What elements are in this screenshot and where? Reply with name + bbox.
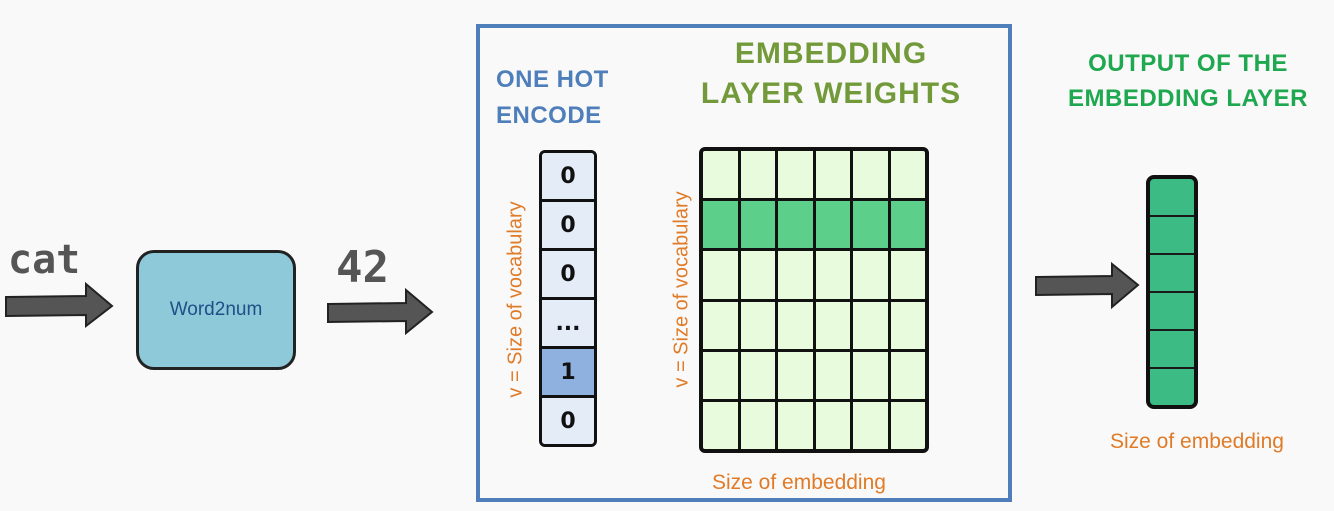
weights-cell-selected (890, 201, 925, 249)
output-cell (1150, 293, 1194, 329)
output-cell (1150, 255, 1194, 291)
weights-cell (740, 401, 775, 449)
weights-cell (853, 251, 888, 299)
weights-cell (853, 351, 888, 399)
weights-cell (740, 351, 775, 399)
onehot-cell: 0 (542, 202, 594, 251)
onehot-cell: 0 (542, 398, 594, 444)
weights-cell (703, 401, 738, 449)
weights-cell (778, 301, 813, 349)
embedding-frame (476, 24, 1012, 502)
weights-cell (815, 151, 850, 199)
weights-cell (703, 301, 738, 349)
right-arrow-icon (1035, 261, 1140, 310)
weights-cell (890, 351, 925, 399)
weights-cell (778, 401, 813, 449)
weights-cell (778, 351, 813, 399)
weights-cell (778, 251, 813, 299)
weights-title: EMBEDDING LAYER WEIGHTS (700, 37, 962, 110)
weights-cell (853, 151, 888, 199)
weights-cell (740, 151, 775, 199)
weights-cell-selected (740, 201, 775, 249)
onehot-cell: 0 (542, 153, 594, 202)
weights-cell-selected (815, 201, 850, 249)
weights-cell (815, 351, 850, 399)
output-cell (1150, 331, 1194, 367)
output-cell (1150, 217, 1194, 253)
weights-cell (890, 251, 925, 299)
weights-cell (740, 251, 775, 299)
output-vector (1146, 175, 1198, 409)
weights-cell-selected (703, 201, 738, 249)
weights-cell (890, 301, 925, 349)
word2num-label: Word2num (169, 299, 263, 320)
weights-cell (740, 301, 775, 349)
weights-cell (853, 401, 888, 449)
output-cell (1150, 369, 1194, 405)
onehot-cell: 0 (542, 251, 594, 300)
weights-embedding-label: Size of embedding (712, 471, 886, 494)
weights-cell (853, 301, 888, 349)
weights-cell (815, 401, 850, 449)
right-arrow-icon (327, 287, 434, 336)
output-cell (1150, 179, 1194, 215)
weights-cell (815, 251, 850, 299)
word2num-box: Word2num (136, 250, 296, 370)
output-title: OUTPUT OF THE EMBEDDING LAYER (1068, 50, 1308, 112)
weights-cell (890, 151, 925, 199)
weights-cell (890, 401, 925, 449)
weights-vocab-label: v = Size of vocabulary (670, 191, 693, 388)
weights-cell-selected (778, 201, 813, 249)
output-embedding-label: Size of embedding (1110, 430, 1284, 453)
weights-cell (703, 351, 738, 399)
right-arrow-icon (5, 281, 114, 329)
weights-cell-selected (853, 201, 888, 249)
onehot-title: ONE HOT ENCODE (496, 66, 609, 129)
weights-matrix (699, 147, 929, 453)
weights-cell (778, 151, 813, 199)
onehot-vocab-label: v = Size of vocabulary (504, 201, 527, 398)
weights-cell (815, 301, 850, 349)
onehot-cell: ... (542, 300, 594, 349)
input-word: cat (8, 237, 81, 283)
weights-cell (703, 151, 738, 199)
onehot-cell: 1 (542, 349, 594, 398)
weights-cell (703, 251, 738, 299)
word-index: 42 (336, 242, 389, 293)
